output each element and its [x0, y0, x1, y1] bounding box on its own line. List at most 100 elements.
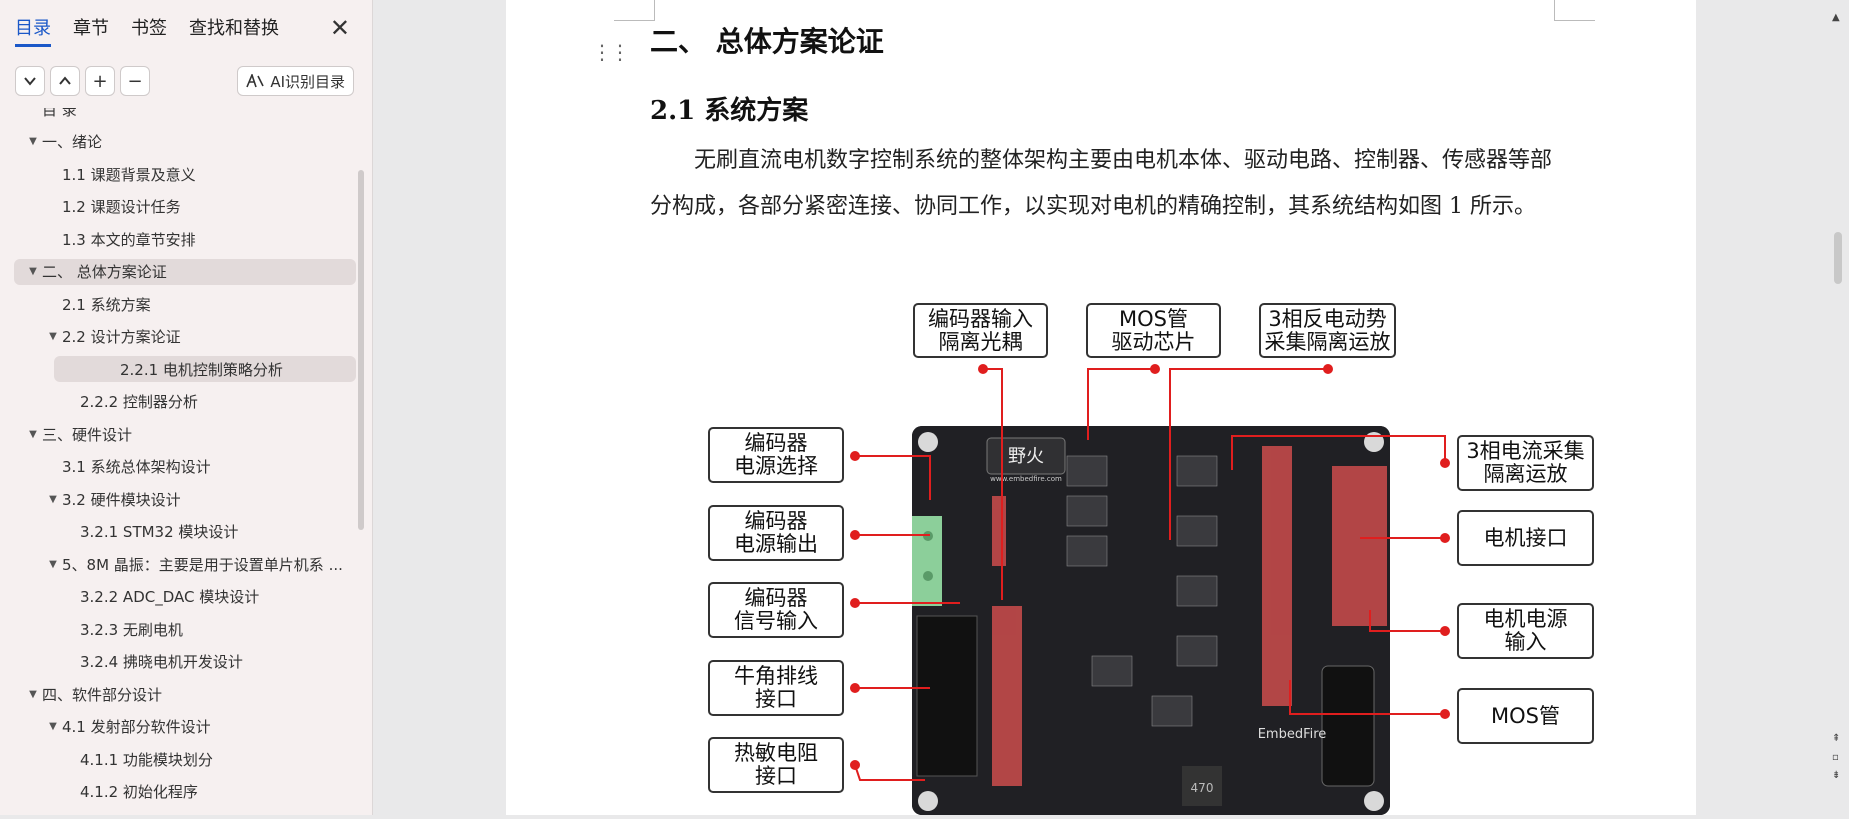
toc-item-label: 3.2.1 STM32 模块设计: [80, 523, 239, 541]
tab-bookmarks[interactable]: 书签: [131, 18, 167, 39]
toc-item-label: 3.2.2 ADC_DAC 模块设计: [80, 588, 260, 606]
toc-item[interactable]: 2.2.2 控制器分析: [14, 389, 356, 415]
toc-sidebar: 目录 章节 书签 查找和替换 ✕ + − AI识别目录 目 录 ▼ 一、绪论 1.1 …: [0, 0, 373, 815]
toc-item[interactable]: 3.2.3 无刷电机: [14, 616, 356, 642]
toc-item[interactable]: ▼ 4.1 发射部分软件设计: [14, 714, 356, 740]
heading-1: 二、 总体方案论证: [650, 25, 884, 58]
crop-mark-left: [614, 0, 655, 21]
toc-item[interactable]: 4.1.1 功能模块划分: [14, 746, 356, 772]
label-current-sense-opamp: 3相电流采集隔离运放: [1457, 435, 1594, 491]
toc-tree: 目 录 ▼ 一、绪论 1.1 课题背景及意义 1.2 课题设计任务 1.3 本文的章节安排…: [14, 108, 356, 815]
label-motor-power-input: 电机电源输入: [1457, 603, 1594, 659]
next-page-icon[interactable]: ⇟: [1832, 770, 1841, 781]
expand-toggle-icon[interactable]: ▼: [29, 266, 37, 277]
chevron-up-icon: [59, 76, 71, 85]
drag-handle-icon[interactable]: ⋮⋮: [592, 40, 630, 64]
toc-item-label: 二、 总体方案论证: [42, 263, 167, 281]
label-encoder-signal-input: 编码器信号输入: [708, 582, 844, 638]
toc-item-label: 1.2 课题设计任务: [62, 198, 181, 216]
label-thermistor-connector: 热敏电阻接口: [708, 737, 844, 793]
expand-toggle-icon[interactable]: ▼: [29, 136, 37, 147]
tab-toc[interactable]: 目录: [15, 14, 51, 47]
toc-item-label: 2.2 设计方案论证: [62, 328, 181, 346]
chevron-down-icon: [24, 77, 36, 86]
driver-board-image: 野火 www.embedfire.com 470 EmbedFire: [912, 426, 1390, 815]
document-scrollbar[interactable]: [1828, 0, 1849, 815]
toc-item-label: 3.2.4 拂晓电机开发设计: [80, 653, 243, 671]
board-cap-text: 470: [1191, 781, 1214, 795]
toc-item[interactable]: 1.2 课题设计任务: [14, 194, 356, 220]
toc-item-label: 4.1.2 初始化程序: [80, 783, 198, 801]
toc-item[interactable]: 1.3 本文的章节安排: [14, 226, 356, 252]
expand-toggle-icon[interactable]: ▼: [49, 558, 57, 570]
toc-item-label: 4.1.1 功能模块划分: [80, 750, 213, 769]
crop-mark-right: [1554, 0, 1595, 21]
ai-recognize-toc-button[interactable]: AI识别目录: [237, 66, 354, 96]
toc-item-label: 1.3 本文的章节安排: [62, 230, 196, 249]
label-ribbon-connector: 牛角排线接口: [708, 660, 844, 716]
label-encoder-power-output: 编码器电源输出: [708, 505, 844, 561]
toc-item-label: 3.2 硬件模块设计: [62, 490, 181, 509]
document-scroll-thumb[interactable]: [1834, 232, 1842, 284]
toc-item-label: 目 录: [42, 108, 77, 119]
toc-item[interactable]: ▼ 二、 总体方案论证: [14, 258, 356, 285]
expand-toggle-icon[interactable]: ▼: [49, 721, 57, 732]
label-mos-tube: MOS管: [1457, 688, 1594, 744]
sidebar-tabs: 目录 章节 书签 查找和替换: [15, 14, 279, 48]
heading-2: 2.1 系统方案: [650, 96, 809, 126]
board-url-text: www.embedfire.com: [990, 475, 1062, 483]
add-heading-button[interactable]: +: [85, 66, 115, 96]
label-motor-connector: 电机接口: [1457, 510, 1594, 566]
toc-item[interactable]: ▼ 2.2 设计方案论证: [14, 324, 356, 350]
body-paragraph: 无刷直流电机数字控制系统的整体架构主要由电机本体、驱动电路、控制器、传感器等部分…: [650, 148, 1553, 219]
board-logo-text: 野火: [1008, 446, 1044, 467]
label-encoder-power-select: 编码器电源选择: [708, 427, 844, 483]
toc-item[interactable]: 3.2.4 拂晓电机开发设计: [14, 649, 356, 675]
toc-item[interactable]: 2.2.1 电机控制策略分析: [54, 356, 356, 382]
toc-item[interactable]: ▼ 3.2 硬件模块设计: [14, 486, 356, 512]
toc-item-label: 4.1 发射部分软件设计: [62, 718, 211, 736]
prev-page-icon[interactable]: ⇞: [1832, 733, 1841, 744]
toc-item[interactable]: 3.1 系统总体架构设计: [14, 454, 356, 480]
expand-toggle-icon[interactable]: ▼: [29, 688, 37, 700]
remove-heading-button[interactable]: −: [120, 66, 150, 96]
toc-item-label: 一、绪论: [42, 133, 103, 151]
toc-item[interactable]: ▼三、硬件设计: [14, 421, 356, 447]
close-icon[interactable]: ✕: [329, 14, 350, 42]
toc-item-label: 3.2.3 无刷电机: [80, 620, 183, 639]
toc-item-label: 2.2.2 控制器分析: [80, 393, 198, 411]
toc-item-label: 2.2.1 电机控制策略分析: [120, 360, 283, 379]
toc-item[interactable]: 1.1 课题背景及意义: [14, 161, 356, 187]
toc-item-label: 5、8M 晶振：主要是用于设置单片机系 ...: [62, 555, 343, 574]
ai-icon: [246, 74, 265, 88]
toc-item-label: 2.1 系统方案: [62, 295, 151, 314]
expand-down-button[interactable]: [15, 66, 45, 96]
toc-item[interactable]: ▼ 一、绪论: [14, 129, 356, 155]
expand-toggle-icon[interactable]: ▼: [49, 493, 57, 505]
label-back-emf-opamp: 3相反电动势采集隔离运放: [1259, 303, 1396, 358]
toc-item[interactable]: 3.2.2 ADC_DAC 模块设计: [14, 584, 356, 610]
tab-find-replace[interactable]: 查找和替换: [189, 18, 279, 39]
label-encoder-input-optocoupler: 编码器输入隔离光耦: [913, 303, 1048, 358]
board-graphic: 野火 www.embedfire.com 470 EmbedFire: [912, 426, 1390, 815]
toc-item-label: 3.1 系统总体架构设计: [62, 458, 211, 476]
toc-item[interactable]: ▼ 四、软件部分设计: [14, 681, 356, 707]
toc-item-label: 四、软件部分设计: [42, 685, 163, 704]
toc-item[interactable]: 3.2.1 STM32 模块设计: [14, 519, 356, 545]
toc-toolbar: + − AI识别目录: [15, 66, 354, 98]
collapse-up-button[interactable]: [50, 66, 80, 96]
toc-item[interactable]: ▼ 5、8M 晶振：主要是用于设置单片机系 ...: [14, 551, 356, 577]
page-jump-icon[interactable]: ▫: [1832, 752, 1839, 763]
expand-toggle-icon[interactable]: ▼: [49, 331, 57, 342]
sidebar-scrollbar[interactable]: [358, 170, 364, 530]
toc-item[interactable]: 4.1.2 初始化程序: [14, 779, 356, 805]
scroll-up-icon[interactable]: ▲: [1832, 12, 1840, 23]
toc-item[interactable]: 2.1 系统方案: [14, 291, 356, 317]
toc-item-label: 1.1 课题背景及意义: [62, 165, 196, 184]
ai-button-label: AI识别目录: [270, 72, 345, 91]
board-brand-text: EmbedFire: [1258, 727, 1327, 742]
tab-chapters[interactable]: 章节: [73, 18, 109, 39]
expand-toggle-icon[interactable]: ▼: [29, 428, 37, 440]
toc-item[interactable]: 目 录: [14, 108, 356, 122]
